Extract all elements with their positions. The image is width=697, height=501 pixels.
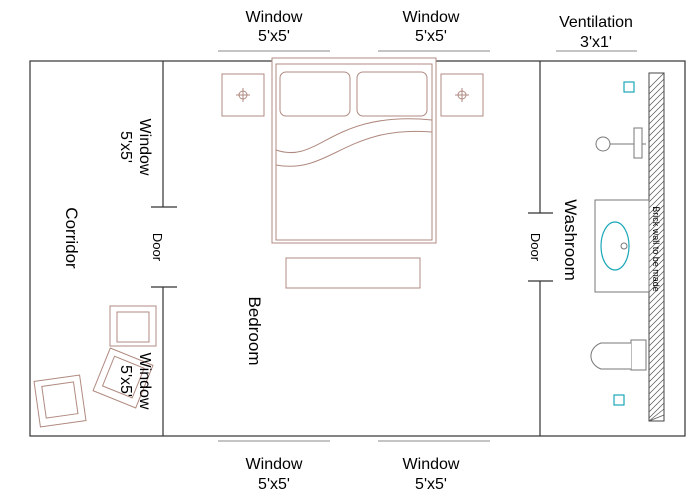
window-label: Window [246, 456, 303, 473]
ventilation-title: Ventilation [559, 14, 633, 31]
window-left-upper-label: Window 5'x5' [117, 119, 153, 176]
brick-hatch-line [648, 210, 665, 227]
brick-hatch-line [648, 228, 665, 245]
brick-hatch-line [648, 402, 665, 419]
window-label: Window [403, 456, 460, 473]
brick-hatch-line [648, 114, 665, 131]
brick-hatch-line [648, 312, 665, 329]
brick-hatch-line [648, 120, 665, 137]
door-right-label: Door [528, 233, 543, 262]
corridor-label: Corridor [62, 207, 81, 269]
brick-hatch-line [648, 246, 665, 263]
brick-hatch-line [648, 276, 665, 293]
window-label: Window [136, 353, 153, 410]
brick-hatch-line [648, 366, 665, 383]
brick-hatch-line [648, 132, 665, 149]
window-left-lower-label: Window 5'x5' [117, 353, 153, 410]
window-size-label: 5'x5' [117, 131, 134, 163]
brick-hatch-line [648, 396, 665, 413]
window-label: Window [403, 9, 460, 26]
brick-hatch-line [648, 180, 665, 197]
brick-hatch-line [648, 342, 665, 359]
ventilation-size: 3'x1' [580, 34, 612, 51]
brick-hatch-line [648, 222, 665, 239]
corridor-chairs [33, 305, 157, 428]
brick-hatch-line [648, 300, 665, 317]
window-size-label: 5'x5' [415, 28, 447, 45]
brick-hatch-line [648, 168, 665, 185]
brick-hatch-line [648, 96, 665, 113]
brick-hatch-line [648, 324, 665, 341]
brick-hatch-line [648, 270, 665, 287]
brick-hatch-line [648, 156, 665, 173]
ventilation-label: Ventilation 3'x1' [559, 14, 633, 51]
brick-hatch-line [648, 216, 665, 233]
window-markers [218, 50, 637, 442]
window-size-label: 5'x5' [258, 28, 290, 45]
brick-hatch-line [648, 414, 665, 422]
brick-hatch-line [648, 162, 665, 179]
brick-hatch-line [648, 90, 665, 107]
brick-wall-label: Brick wall to be made [651, 206, 661, 292]
brick-hatch-line [648, 186, 665, 203]
brick-hatch-line [648, 240, 665, 257]
brick-hatch-line [648, 318, 665, 335]
window-size-label: 5'x5' [117, 365, 134, 397]
brick-hatch-line [648, 198, 665, 215]
brick-hatch-line [648, 372, 665, 389]
window-bottom-left-label: Window 5'x5' [246, 456, 303, 493]
partition-corridor-bedroom [151, 61, 177, 436]
brick-hatch-line [648, 78, 665, 95]
brick-hatch-line [648, 330, 665, 347]
window-label: Window [136, 119, 153, 176]
bed [221, 57, 484, 289]
brick-hatch-line [648, 384, 665, 401]
brick-wall [648, 72, 665, 422]
window-size-label: 5'x5' [415, 476, 447, 493]
brick-hatch-line [648, 108, 665, 125]
window-top-right-label: Window 5'x5' [403, 9, 460, 45]
brick-hatch-line [648, 288, 665, 305]
brick-hatch-line [648, 306, 665, 323]
brick-hatch-line [648, 282, 665, 299]
brick-hatch-line [648, 150, 665, 167]
window-top-left-label: Window 5'x5' [246, 9, 303, 45]
washroom-label: Washroom [561, 199, 580, 281]
brick-hatch-line [648, 294, 665, 311]
brick-hatch-line [648, 84, 665, 101]
brick-hatch-line [648, 264, 665, 281]
brick-hatch-line [648, 336, 665, 353]
partition-bedroom-washroom [528, 61, 553, 436]
brick-hatch-line [648, 204, 665, 221]
brick-hatch-line [648, 408, 665, 422]
brick-hatch-line [648, 378, 665, 395]
brick-hatch-line [648, 72, 665, 89]
brick-hatch-line [648, 348, 665, 365]
brick-hatch-line [648, 102, 665, 119]
washroom-fixtures [590, 81, 650, 406]
window-size-label: 5'x5' [258, 476, 290, 493]
brick-hatch-line [648, 126, 665, 143]
brick-hatch-line [648, 192, 665, 209]
door-left-label: Door [150, 233, 165, 262]
brick-hatch-line [648, 234, 665, 251]
brick-hatch-line [648, 258, 665, 275]
brick-hatch-line [648, 174, 665, 191]
brick-hatch-line [648, 144, 665, 161]
window-bottom-right-label: Window 5'x5' [403, 456, 460, 493]
brick-hatch-line [648, 138, 665, 155]
window-label: Window [246, 9, 303, 26]
bedroom-label: Bedroom [245, 297, 264, 366]
brick-hatch-line [648, 354, 665, 371]
brick-hatch-line [648, 360, 665, 377]
brick-hatch-line [648, 390, 665, 407]
brick-hatch-line [648, 252, 665, 269]
